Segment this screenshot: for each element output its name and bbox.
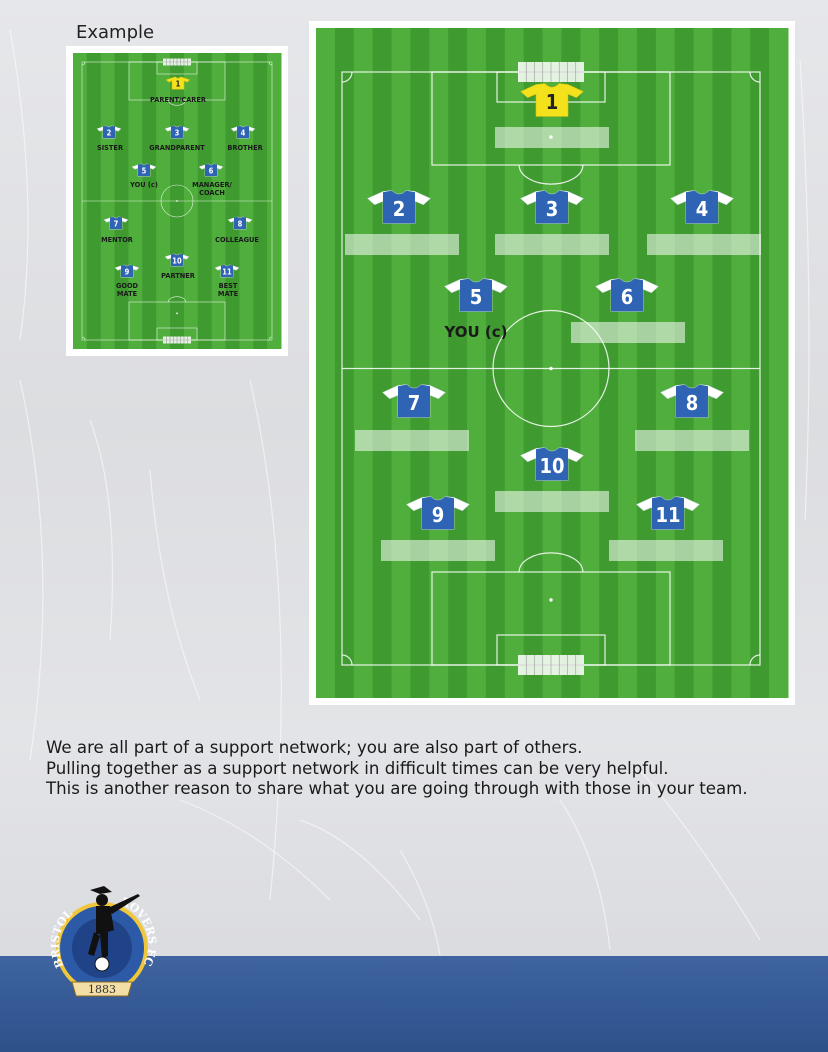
club-crest-logo: BRISTOL ROVERS FC 1883	[49, 886, 159, 997]
crest-year: 1883	[88, 983, 116, 996]
support-network-text: We are all part of a support network; yo…	[46, 738, 806, 800]
captain-label: YOU (c)	[443, 323, 507, 341]
jersey-number: 2	[393, 197, 406, 221]
player-name-field[interactable]	[495, 127, 609, 148]
player-6: 6	[571, 278, 685, 343]
example-player-name: PARTNER	[161, 272, 195, 280]
jersey-number: 10	[172, 256, 182, 265]
jersey-number: 11	[655, 503, 680, 527]
jersey-number: 5	[142, 166, 147, 175]
goal-net-bottom	[518, 655, 584, 675]
goal-net-top	[518, 62, 584, 82]
player-name-field[interactable]	[609, 540, 723, 561]
player-name-field[interactable]	[381, 540, 495, 561]
example-player-name: MENTOR	[101, 236, 133, 244]
example-player-name: GRANDPARENT	[149, 144, 205, 152]
jersey-number: 3	[175, 128, 180, 137]
example-player-name: BROTHER	[227, 144, 262, 152]
player-2: 2	[345, 190, 459, 255]
player-7: 7	[355, 384, 469, 451]
goal-net-bottom	[163, 336, 191, 344]
jersey-number: 4	[696, 197, 709, 221]
player-name-field[interactable]	[635, 430, 749, 451]
jersey-number: 2	[107, 128, 112, 137]
player-name-field[interactable]	[571, 322, 685, 343]
jersey-icon	[165, 76, 191, 90]
player-11: 11	[609, 496, 723, 561]
jersey-number: 7	[114, 219, 119, 228]
example-player-name: COLLEAGUE	[215, 236, 259, 244]
body-line-1: We are all part of a support network; yo…	[46, 738, 583, 757]
jersey-number: 7	[408, 391, 421, 415]
jersey-number: 10	[539, 454, 564, 478]
example-player-name: MANAGER/COACH	[192, 181, 232, 197]
jersey-number: 9	[125, 267, 130, 276]
player-name-field[interactable]	[495, 491, 609, 512]
jersey-number: 11	[222, 267, 232, 276]
jersey-number: 8	[238, 219, 243, 228]
jersey-icon	[520, 83, 584, 117]
example-player-name: SISTER	[97, 144, 123, 152]
jersey-number: 6	[209, 166, 214, 175]
player-1: 1	[495, 83, 609, 148]
player-4: 4	[647, 190, 761, 255]
jersey-number: 1	[176, 79, 181, 88]
jersey-number: 4	[241, 128, 246, 137]
example-heading: Example	[76, 22, 155, 43]
body-line-2: Pulling together as a support network in…	[46, 758, 669, 778]
jersey-number: 8	[686, 391, 699, 415]
goal-net-top	[163, 58, 191, 66]
jersey-number: 9	[432, 503, 445, 527]
player-name-field[interactable]	[495, 234, 609, 255]
jersey-number: 5	[470, 285, 483, 309]
example-player-name: PARENT/CARER	[150, 96, 206, 104]
player-9: 9	[381, 496, 495, 561]
player-3: 3	[495, 190, 609, 255]
player-name-field[interactable]	[647, 234, 761, 255]
jersey-number: 3	[546, 197, 559, 221]
player-10: 10	[495, 447, 609, 512]
jersey-number: 1	[546, 90, 559, 114]
example-player-name: YOU (c)	[129, 181, 158, 189]
player-8: 8	[635, 384, 749, 451]
player-name-field[interactable]	[345, 234, 459, 255]
player-name-field[interactable]	[355, 430, 469, 451]
body-line-3: This is another reason to share what you…	[46, 779, 748, 798]
jersey-number: 6	[621, 285, 634, 309]
